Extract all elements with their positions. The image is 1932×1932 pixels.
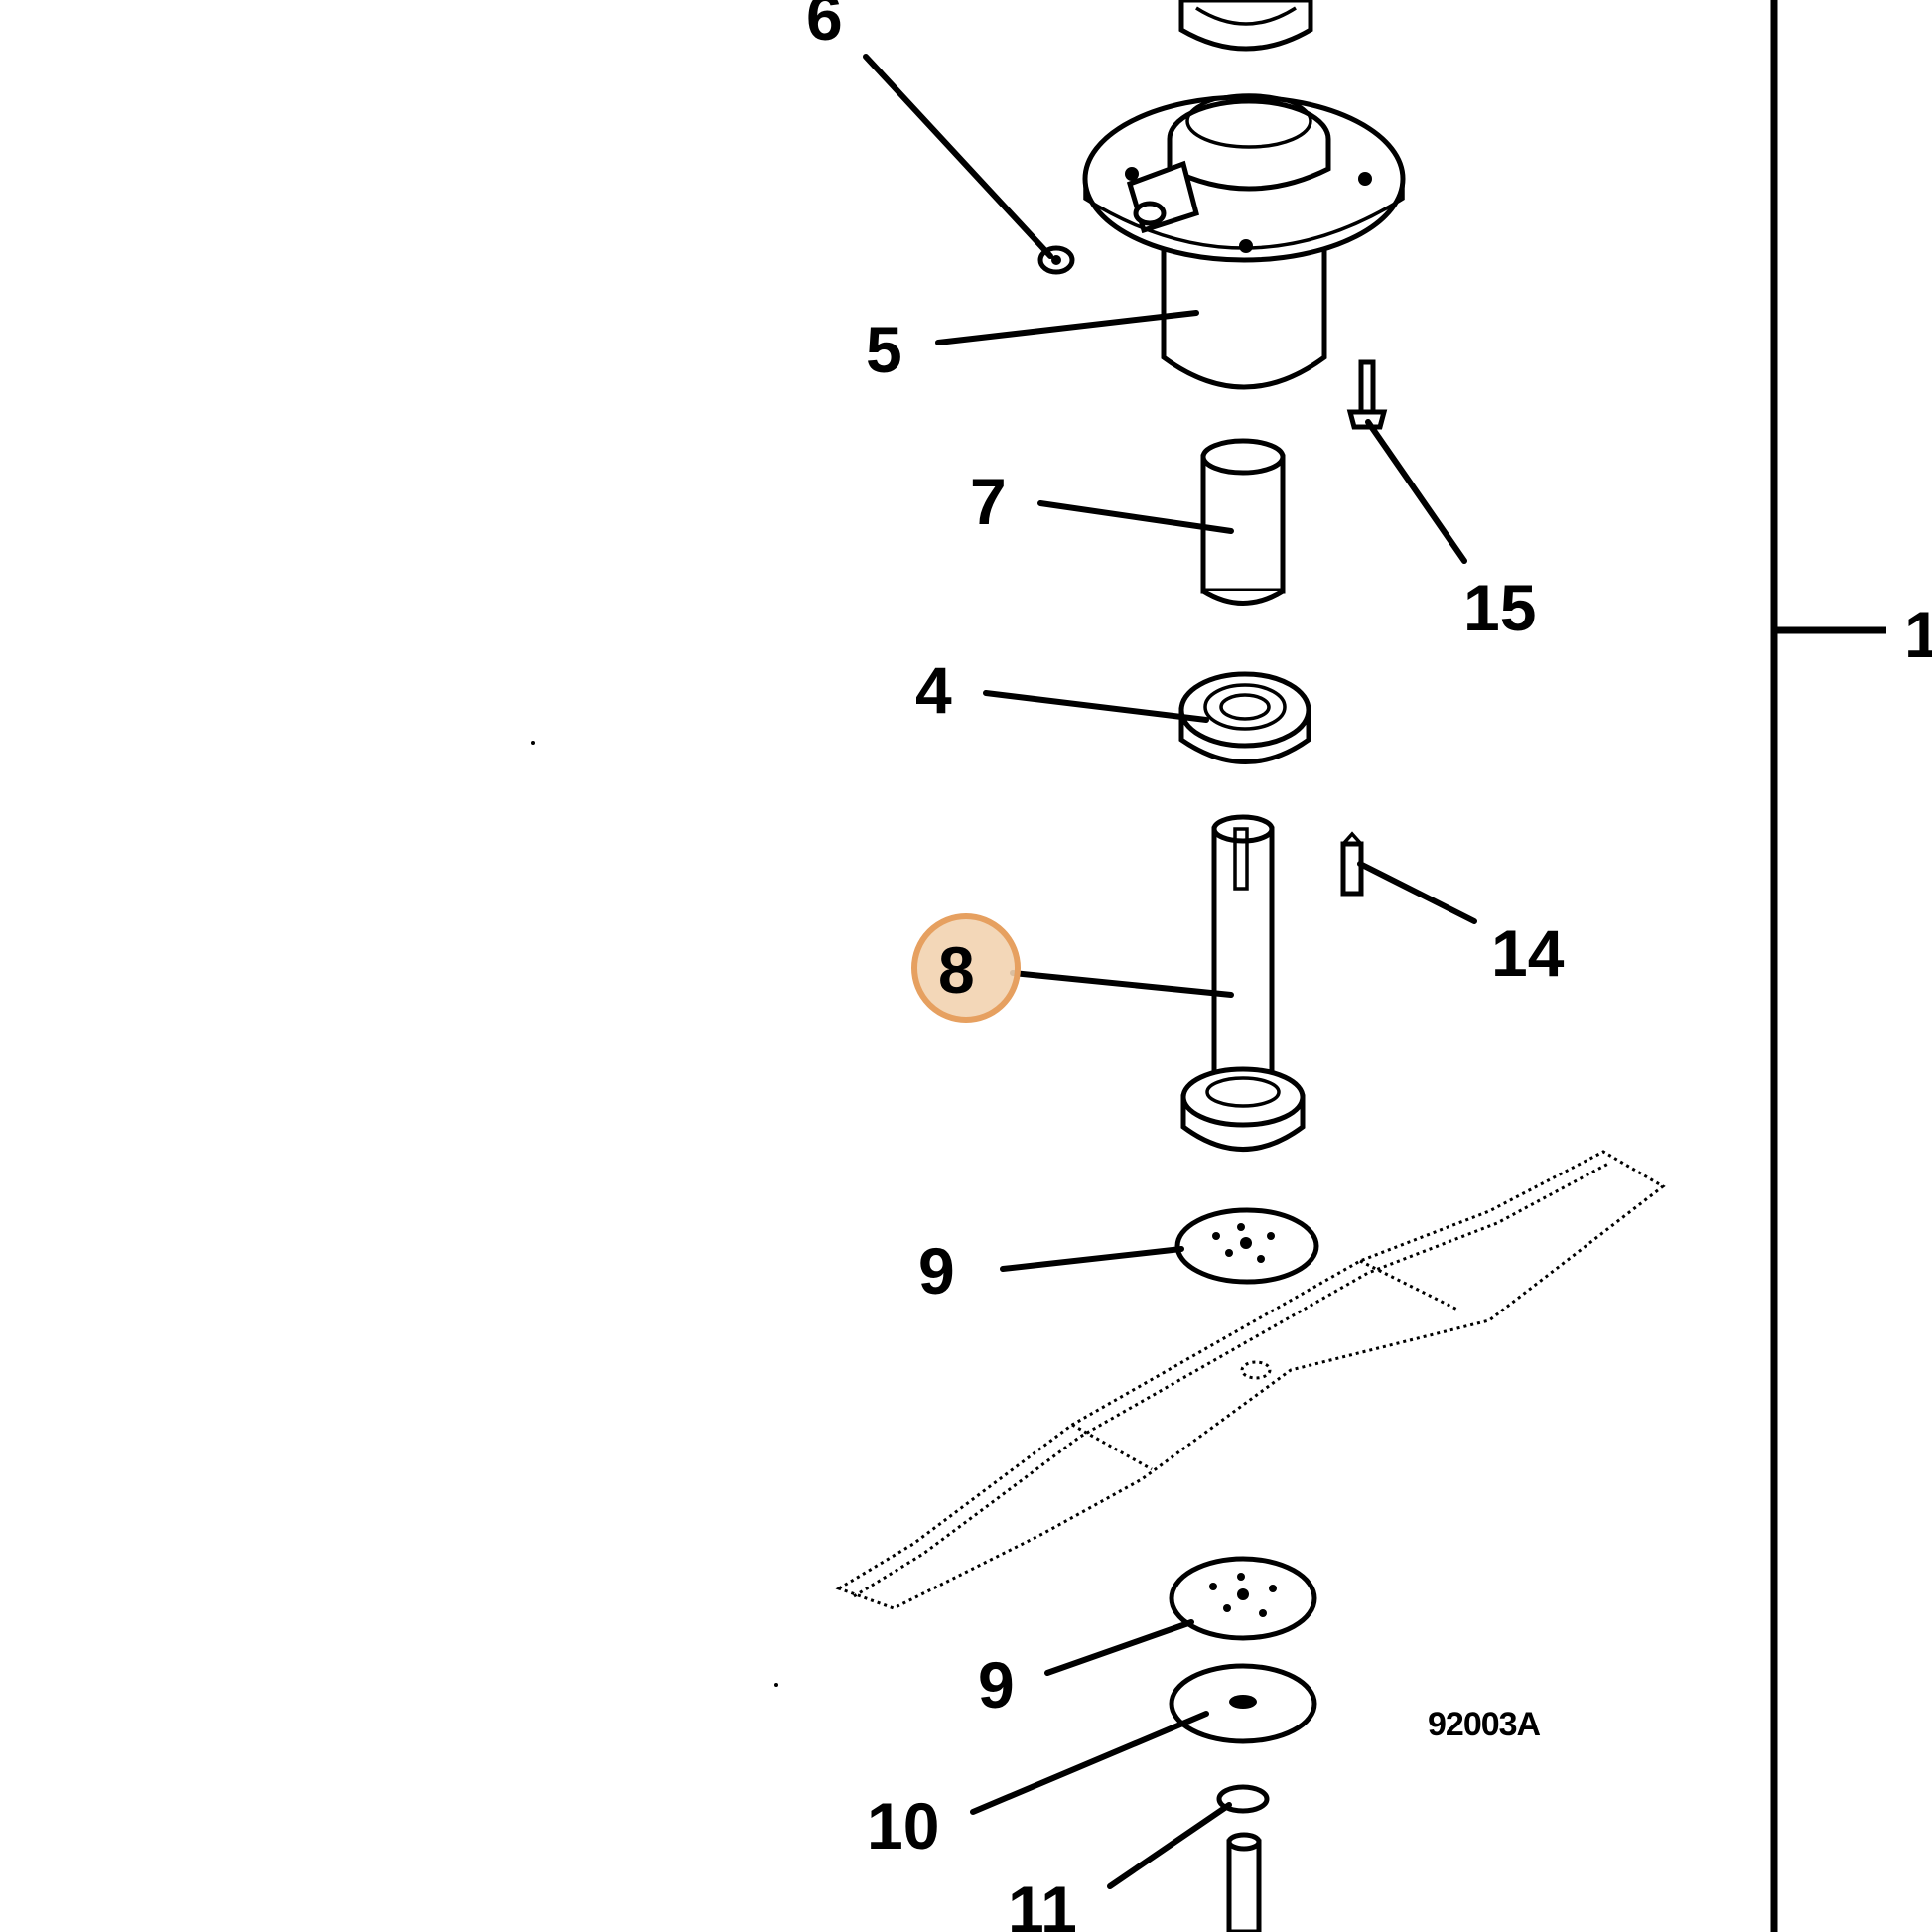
leader-7: [1037, 500, 1234, 534]
highlight-ring: [911, 913, 1021, 1023]
callout-15[interactable]: 15: [1463, 571, 1536, 644]
leader-9b: [1044, 1619, 1194, 1676]
flat-washer: [1169, 1663, 1317, 1744]
callout-4[interactable]: 4: [915, 653, 952, 727]
leader-15: [1365, 419, 1467, 564]
leader-9a: [1000, 1246, 1184, 1272]
assembly-bracket: [1770, 0, 1886, 1932]
shaft-key: [1340, 831, 1364, 897]
leader-11: [1107, 1802, 1232, 1889]
mower-blade: [835, 1150, 1666, 1610]
callout-9-lower[interactable]: 9: [978, 1648, 1015, 1722]
callout-8[interactable]: 8: [938, 933, 975, 1007]
blade-washer-upper: [1174, 1207, 1319, 1285]
spacer-tube: [1200, 438, 1286, 606]
leader-10: [970, 1711, 1209, 1815]
top-bearing-partial: [1178, 0, 1313, 52]
stray-dot: [531, 741, 535, 745]
callout-11[interactable]: 11: [1008, 1872, 1077, 1932]
callout-7[interactable]: 7: [970, 465, 1007, 538]
grease-fitting: [1346, 359, 1388, 430]
leader-4: [983, 690, 1209, 723]
bearing-part-4: [1178, 671, 1311, 764]
stray-dot-2: [774, 1683, 778, 1687]
leader-14: [1357, 861, 1477, 924]
leader-5: [935, 310, 1199, 345]
blade-bolt: [1226, 1832, 1262, 1932]
callout-14[interactable]: 14: [1491, 916, 1565, 990]
callout-6[interactable]: 6: [806, 0, 843, 54]
spindle-shaft: [1180, 814, 1306, 1152]
callout-1[interactable]: 1: [1904, 598, 1932, 671]
callout-5[interactable]: 5: [866, 313, 902, 386]
callout-10[interactable]: 10: [867, 1789, 939, 1863]
callout-9-upper[interactable]: 9: [918, 1234, 955, 1308]
leader-6: [863, 54, 1053, 259]
blade-washer-lower: [1169, 1556, 1317, 1641]
drawing-code: 92003A: [1428, 1706, 1541, 1743]
spindle-housing: [1082, 93, 1406, 390]
leader-8: [1010, 970, 1234, 998]
